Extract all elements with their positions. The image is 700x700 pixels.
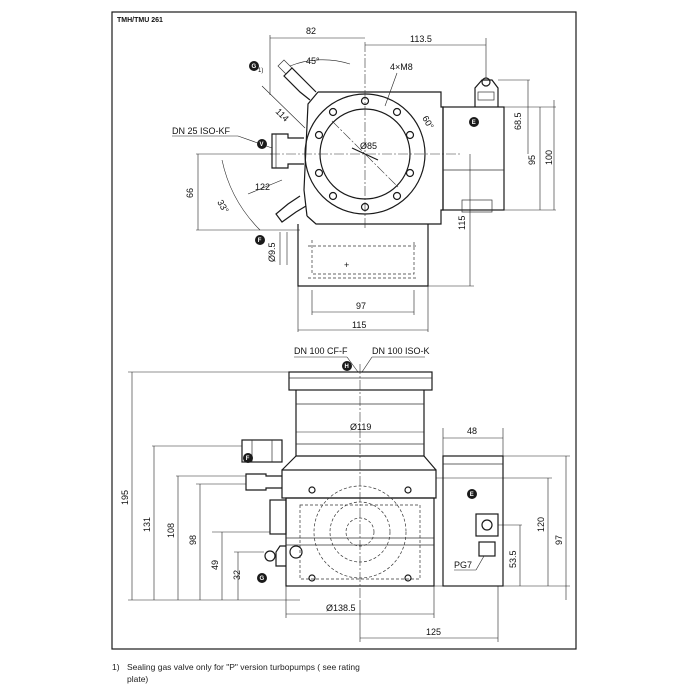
model-title: TMH/TMU 261 <box>117 17 163 24</box>
dim-d85: Ø85 <box>360 141 377 151</box>
top-view: Ø85 + 82 <box>172 26 556 332</box>
dn100-isok-label: DN 100 ISO-K <box>372 346 430 356</box>
marker-f-side: F <box>243 453 253 463</box>
left-fittings <box>241 439 303 567</box>
svg-text:F: F <box>246 456 250 462</box>
marker-v: V <box>257 139 267 149</box>
dim-4xm8: 4×M8 <box>390 62 413 72</box>
dim-45: 45° <box>306 56 320 66</box>
svg-text:G: G <box>260 576 265 582</box>
sealing-gas-valve <box>277 59 317 101</box>
dim-108: 108 <box>166 523 176 538</box>
dn25-port <box>271 133 304 169</box>
svg-text:+: + <box>344 260 349 270</box>
dim-49: 49 <box>210 560 220 570</box>
housing-screws <box>308 486 412 582</box>
pump-body-left-edge <box>303 91 319 217</box>
dim-68-5: 68.5 <box>513 112 523 130</box>
marker-g-side: G <box>257 573 267 583</box>
dim-113-5: 113.5 <box>410 34 432 44</box>
footnote-number: 1) <box>112 662 120 672</box>
mid-housing <box>281 469 437 499</box>
svg-text:F: F <box>258 238 262 244</box>
side-electronics-box <box>442 455 504 587</box>
dim-95: 95 <box>527 155 537 165</box>
dim-d138-5: Ø138.5 <box>326 603 356 613</box>
footnote: 1) Sealing gas valve only for "P" versio… <box>112 661 372 685</box>
dim-120: 120 <box>536 517 546 532</box>
dim-66: 66 <box>185 188 195 198</box>
dim-97-top: 97 <box>356 301 366 311</box>
dn100-cf-label: DN 100 CF-F <box>294 346 348 356</box>
dim-115-horizontal: 115 <box>352 320 366 330</box>
lower-flange: + <box>297 224 429 287</box>
drawing-frame <box>111 11 577 650</box>
dim-125: 125 <box>426 627 441 637</box>
dim-60: 60° <box>420 114 436 131</box>
cable-gland <box>475 513 499 557</box>
connector <box>474 79 499 107</box>
marker-g-top: G <box>249 61 259 71</box>
dim-d119: Ø119 <box>350 422 371 432</box>
svg-text:G: G <box>252 64 257 70</box>
dim-97-side: 97 <box>554 535 564 545</box>
svg-text:E: E <box>472 120 476 126</box>
svg-text:E: E <box>470 492 474 498</box>
dim-53-5: 53.5 <box>508 550 518 568</box>
dim-d9-5: Ø9.5 <box>267 242 277 262</box>
dim-114: 114 <box>274 106 291 123</box>
dim-131: 131 <box>142 517 152 532</box>
marker-h: H <box>342 361 352 371</box>
dim-100: 100 <box>544 150 554 165</box>
electronics-box <box>442 106 505 211</box>
side-view: DN 100 CF-F DN 100 ISO-K H Ø119 <box>120 346 570 642</box>
marker-e-side: E <box>467 489 477 499</box>
dim-82: 82 <box>306 26 316 36</box>
dim-98: 98 <box>188 535 198 545</box>
dim-32: 32 <box>232 570 242 580</box>
vent-valve <box>275 195 307 223</box>
marker-e-top: E <box>469 117 479 127</box>
dim-195: 195 <box>120 490 130 505</box>
footnote-text: Sealing gas valve only for "P" version t… <box>127 662 360 684</box>
dn25-label: DN 25 ISO-KF <box>172 126 231 136</box>
footnote-ref: 1) <box>258 68 263 74</box>
dim-122: 122 <box>255 182 270 192</box>
marker-f-top: F <box>255 235 265 245</box>
dim-33: 33° <box>215 198 231 215</box>
dim-48: 48 <box>467 426 477 436</box>
top-flange <box>288 371 433 391</box>
svg-text:V: V <box>260 142 264 148</box>
dim-115-vertical: 115 <box>457 216 467 230</box>
svg-text:H: H <box>345 364 349 370</box>
pg7-label: PG7 <box>454 560 472 570</box>
